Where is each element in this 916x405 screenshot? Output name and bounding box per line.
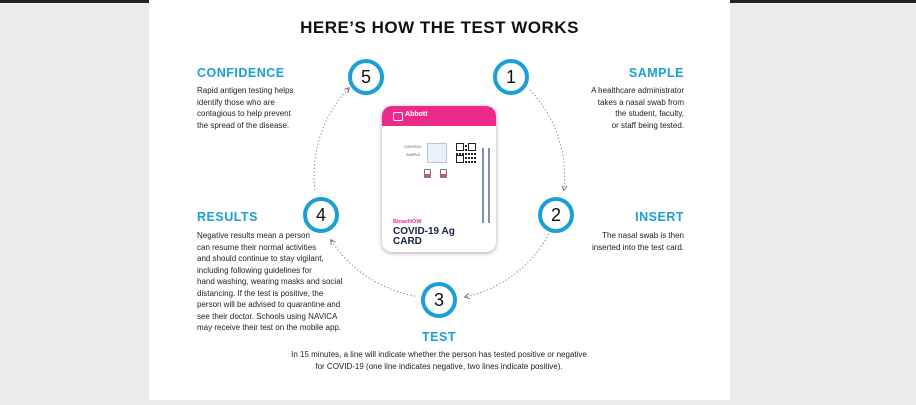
test-heading: TEST	[422, 330, 456, 344]
confidence-heading: CONFIDENCE	[197, 66, 285, 80]
card-header: Abbott	[382, 106, 496, 126]
control-label: CONTROL	[404, 145, 422, 149]
results-description: Negative results mean a person can resum…	[197, 231, 343, 332]
page-title: HERE’S HOW THE TEST WORKS	[300, 18, 579, 37]
card-brand: Abbott	[405, 111, 428, 118]
arrow-4-to-5	[313, 88, 349, 191]
sample-label: SAMPLE	[406, 153, 421, 157]
step-1-circle: 1	[493, 59, 529, 95]
step-2-circle: 2	[538, 197, 574, 233]
swab-icon	[424, 169, 431, 178]
test-card-illustration: Abbott CONTROL SAMPLE BinaxNOW COVID-19 …	[382, 106, 496, 252]
step-4-circle: 4	[303, 197, 339, 233]
insert-heading: INSERT	[635, 210, 684, 224]
sample-description: A healthcare administrator takes a nasal…	[591, 86, 684, 130]
confidence-description: Rapid antigen testing helps identify tho…	[197, 86, 294, 130]
test-description: In 15 minutes, a line will indicate whet…	[291, 350, 587, 371]
arrow-3-to-4	[331, 240, 416, 297]
reagent-icon	[440, 169, 447, 178]
step-3-circle: 3	[421, 282, 457, 318]
product-line: BinaxNOW	[393, 219, 422, 225]
card-strip-line	[488, 148, 490, 223]
product-name: COVID-19 Ag CARD	[393, 226, 455, 247]
abbott-logo-icon	[393, 112, 403, 121]
result-window	[427, 143, 447, 163]
sample-heading: SAMPLE	[628, 66, 684, 80]
step-5-circle: 5	[348, 59, 384, 95]
infographic-panel: HERE’S HOW THE TEST WORKS 1 2 3 4 5 CONF…	[149, 0, 730, 400]
card-strip-line	[482, 148, 484, 223]
cycle-ring	[313, 0, 730, 400]
results-heading: RESULTS	[197, 210, 258, 224]
insert-description: The nasal swab is then inserted into the…	[591, 231, 684, 252]
qr-code-icon	[456, 143, 476, 163]
